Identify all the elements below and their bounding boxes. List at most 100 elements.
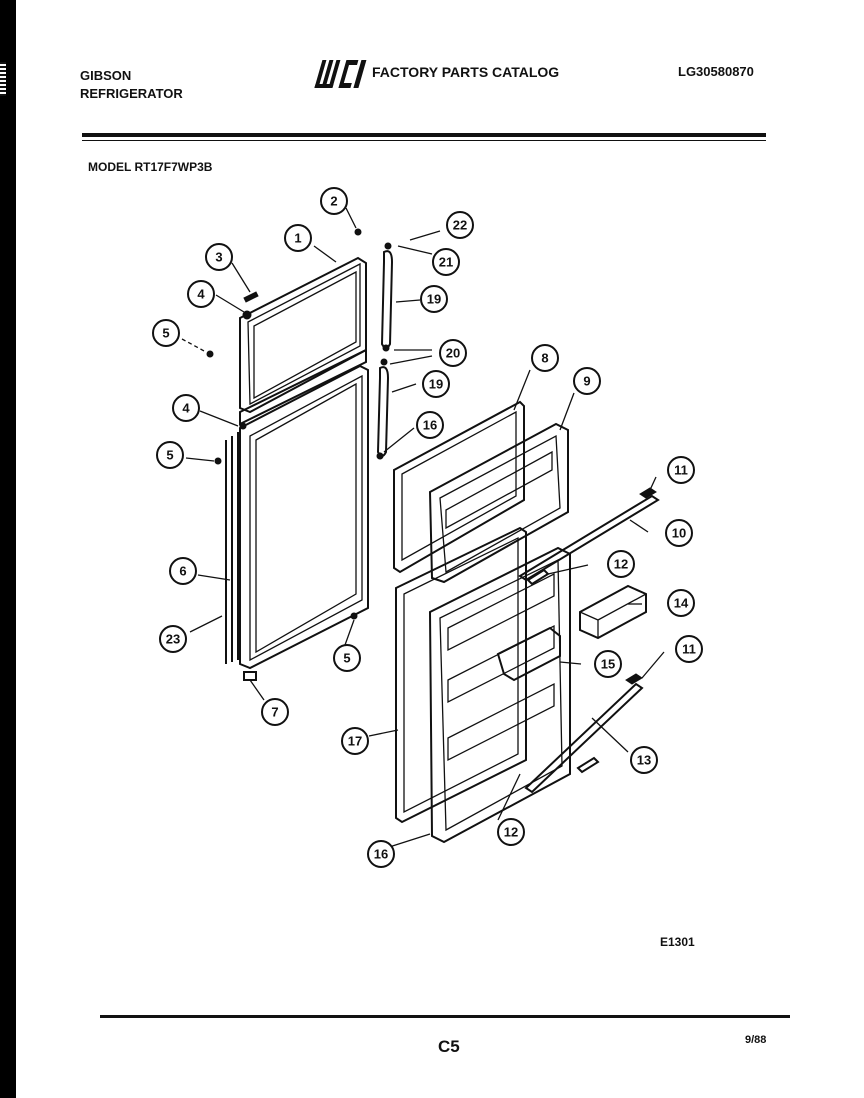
svg-text:11: 11 [682, 642, 696, 657]
door-shelf [447, 682, 555, 762]
screw [350, 612, 358, 620]
freezer-door-gasket [393, 400, 525, 574]
wci-logo [314, 60, 367, 88]
fresh-food-door-liner [428, 546, 571, 844]
freezer-door-shelf [445, 450, 553, 530]
callout-22: 22 [446, 211, 474, 239]
callout-11-lower: 11 [675, 635, 703, 663]
fresh-food-frame [239, 364, 369, 670]
dairy-door [496, 626, 561, 682]
hinge-pin [242, 310, 252, 320]
handle-screw [382, 344, 390, 352]
fresh-food-door-gasket-inner [403, 536, 519, 814]
fresh-food-door-gasket [395, 526, 527, 824]
callout-7: 7 [261, 698, 289, 726]
center-hinge-pin [239, 422, 247, 430]
svg-text:22: 22 [453, 218, 467, 233]
callout-11-upper: 11 [667, 456, 695, 484]
lower-handle [376, 366, 390, 457]
side-rail [231, 432, 239, 662]
screw [354, 228, 362, 236]
svg-text:20: 20 [446, 346, 460, 361]
butter-door-edge [579, 593, 647, 638]
callout-20: 20 [439, 339, 467, 367]
svg-text:23: 23 [166, 632, 180, 647]
footer-rule [100, 1015, 790, 1018]
shelf-bar-upper [518, 494, 660, 582]
svg-text:2: 2 [330, 194, 337, 209]
bottom-hinge [243, 671, 257, 681]
callout-4-top: 4 [187, 280, 215, 308]
bar-retainer [625, 673, 643, 685]
callout-1: 1 [284, 224, 312, 252]
handle-screw [384, 242, 392, 250]
svg-text:16: 16 [374, 847, 388, 862]
screw [214, 457, 222, 465]
svg-text:4: 4 [197, 287, 205, 302]
svg-text:5: 5 [162, 326, 169, 341]
parts-catalog-page: GIBSON REFRIGERATOR FACTORY PARTS CATALO… [16, 0, 864, 1098]
figure-code: E1301 [660, 935, 695, 949]
svg-text:19: 19 [427, 292, 441, 307]
bar-retainer [639, 487, 657, 499]
freezer-door-gasket-inner [401, 410, 517, 562]
svg-text:11: 11 [674, 463, 688, 478]
catalog-code: LG30580870 [678, 64, 754, 79]
svg-text:1: 1 [294, 231, 301, 246]
svg-text:9: 9 [583, 374, 590, 389]
leader-lines [181, 207, 665, 850]
callout-21: 21 [432, 248, 460, 276]
freezer-door-liner-inner [439, 434, 561, 574]
callout-4-center: 4 [172, 394, 200, 422]
callout-2: 2 [320, 187, 348, 215]
callout-23: 23 [159, 625, 187, 653]
callout-5-bottom: 5 [333, 644, 361, 672]
door-shelf [447, 572, 555, 652]
header-rule-thin [82, 140, 766, 141]
svg-text:5: 5 [343, 651, 350, 666]
svg-text:8: 8 [541, 351, 548, 366]
svg-text:17: 17 [348, 734, 362, 749]
svg-text:14: 14 [674, 596, 689, 611]
upper-handle [380, 250, 394, 349]
callout-8: 8 [531, 344, 559, 372]
callout-5-top: 5 [152, 319, 180, 347]
bar-end-cap [576, 756, 600, 774]
handle-screw [376, 452, 384, 460]
screw [206, 350, 214, 358]
svg-text:3: 3 [215, 250, 222, 265]
svg-text:12: 12 [614, 557, 628, 572]
header-rule [82, 133, 766, 137]
callout-5-center: 5 [156, 441, 184, 469]
scan-margin-mark [0, 62, 6, 96]
callout-6: 6 [169, 557, 197, 585]
svg-text:15: 15 [601, 657, 615, 672]
callout-9: 9 [573, 367, 601, 395]
page-number: C5 [438, 1037, 460, 1056]
svg-text:4: 4 [182, 401, 190, 416]
fresh-food-door-liner-inner [439, 558, 563, 832]
svg-text:16: 16 [423, 418, 437, 433]
shelf-bar-lower [524, 682, 644, 794]
freezer-door-liner [428, 422, 569, 584]
divider-mullion [239, 348, 367, 426]
svg-text:10: 10 [672, 526, 686, 541]
product-type: REFRIGERATOR [80, 86, 183, 101]
svg-text:13: 13 [637, 753, 651, 768]
callout-3: 3 [205, 243, 233, 271]
catalog-title: FACTORY PARTS CATALOG [372, 64, 560, 80]
model-label: MODEL RT17F7WP3B [88, 160, 213, 174]
svg-text:6: 6 [179, 564, 186, 579]
callout-19-lower: 19 [422, 370, 450, 398]
callout-16-handle: 16 [416, 411, 444, 439]
handle-screw [380, 358, 388, 366]
svg-text:7: 7 [271, 705, 278, 720]
callout-12-upper: 12 [607, 550, 635, 578]
svg-text:19: 19 [429, 377, 443, 392]
callout-19-upper: 19 [420, 285, 448, 313]
revision-date: 9/88 [745, 1034, 767, 1046]
callout-16-door: 16 [367, 840, 395, 868]
brand-name: GIBSON [80, 68, 132, 83]
svg-text:5: 5 [166, 448, 173, 463]
callout-13: 13 [630, 746, 658, 774]
